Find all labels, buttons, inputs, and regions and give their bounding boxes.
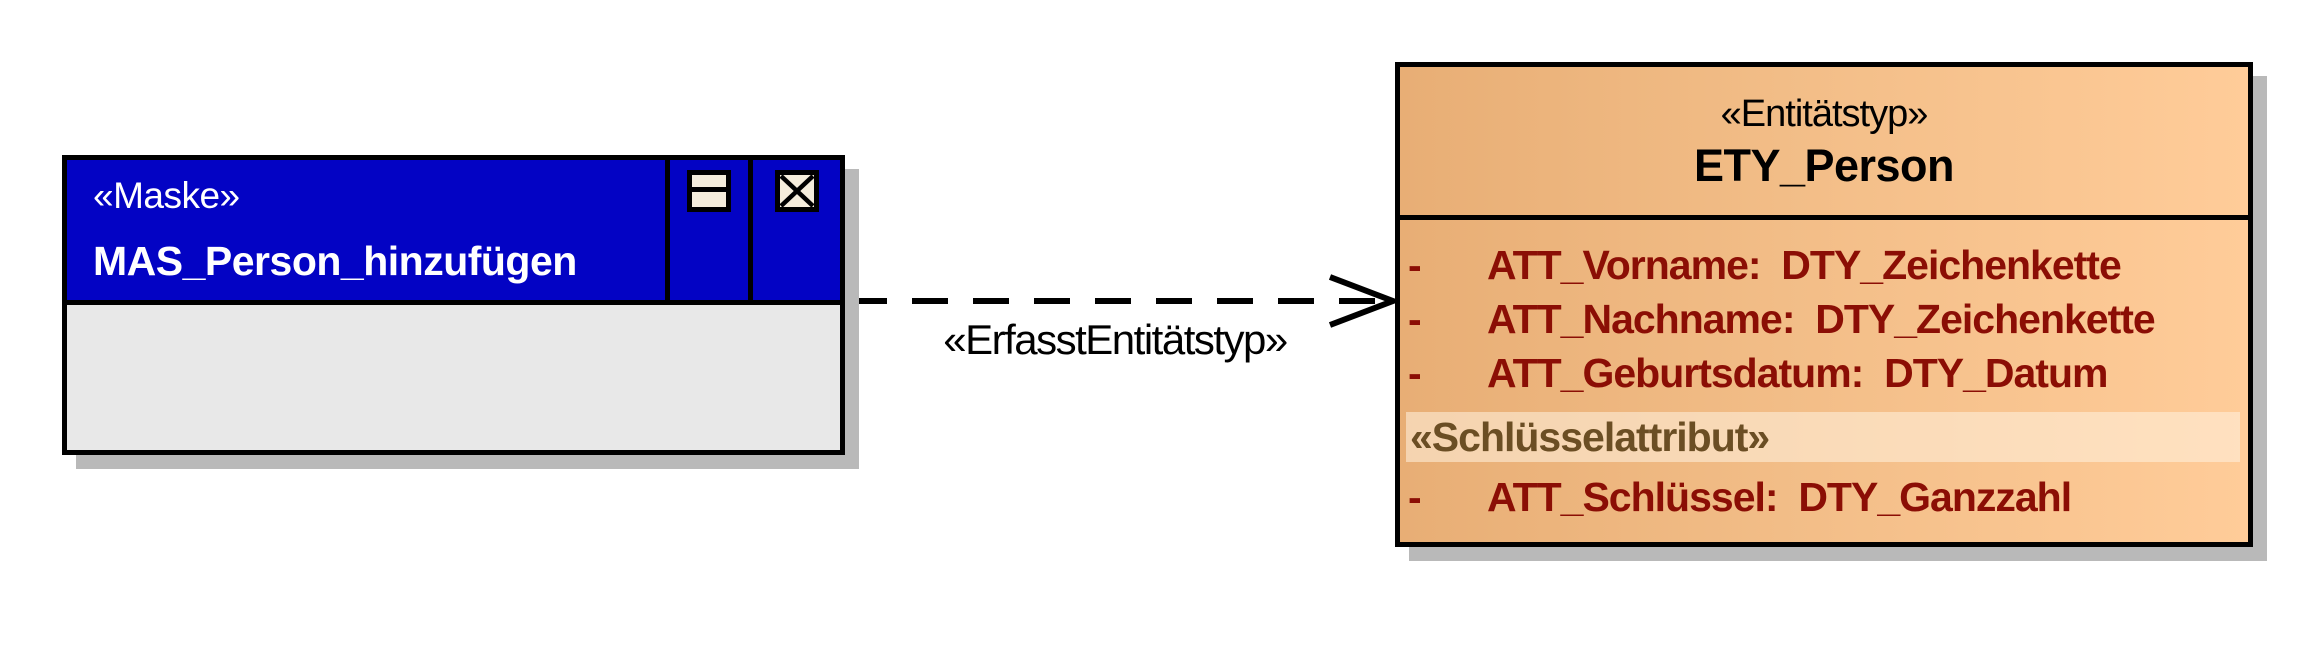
- key-attribute-row: - ATT_Schlüssel: DTY_Ganzzahl: [1400, 470, 2248, 524]
- attribute-row: - ATT_Geburtsdatum: DTY_Datum: [1400, 346, 2248, 400]
- attribute-row: - ATT_Vorname: DTY_Zeichenkette: [1400, 238, 2248, 292]
- entity-stereotype: «Entitätstyp»: [1720, 93, 1929, 135]
- visibility-prefix: -: [1408, 295, 1422, 342]
- window-icon-split-line: [692, 187, 726, 192]
- close-icon-cell: [748, 160, 840, 300]
- key-section-stereotype: «Schlüsselattribut»: [1410, 413, 1770, 460]
- attribute-text: ATT_Vorname: DTY_Zeichenkette: [1487, 241, 2122, 288]
- maske-stereotype: «Maske»: [93, 175, 240, 216]
- visibility-prefix: -: [1408, 241, 1422, 288]
- maske-title-area: «Maske» MAS_Person_hinzufügen: [67, 160, 665, 300]
- entity-node[interactable]: «Entitätstyp» ETY_Person - ATT_Vorname: …: [1395, 62, 2253, 547]
- maske-body: [67, 305, 840, 450]
- attribute-text: ATT_Geburtsdatum: DTY_Datum: [1487, 349, 2108, 396]
- maske-title-bar: «Maske» MAS_Person_hinzufügen: [67, 160, 840, 305]
- visibility-prefix: -: [1408, 349, 1422, 396]
- maske-name: MAS_Person_hinzufügen: [93, 238, 577, 284]
- window-icon-cell: [665, 160, 748, 300]
- close-icon[interactable]: [774, 170, 819, 212]
- key-section-header: «Schlüsselattribut»: [1406, 412, 2240, 462]
- connector-stereotype-label: «ErfasstEntitätstyp»: [943, 316, 1288, 363]
- entity-name: ETY_Person: [1693, 140, 1955, 191]
- maske-node[interactable]: «Maske» MAS_Person_hinzufügen: [62, 155, 845, 455]
- window-icon[interactable]: [687, 170, 731, 212]
- visibility-prefix: -: [1408, 473, 1422, 520]
- attribute-text: ATT_Schlüssel: DTY_Ganzzahl: [1487, 473, 2072, 520]
- entity-header: «Entitätstyp» ETY_Person: [1400, 67, 2248, 220]
- attribute-row: - ATT_Nachname: DTY_Zeichenkette: [1400, 292, 2248, 346]
- attribute-text: ATT_Nachname: DTY_Zeichenkette: [1487, 295, 2156, 342]
- entity-attribute-compartment: - ATT_Vorname: DTY_Zeichenkette - ATT_Na…: [1400, 220, 2248, 542]
